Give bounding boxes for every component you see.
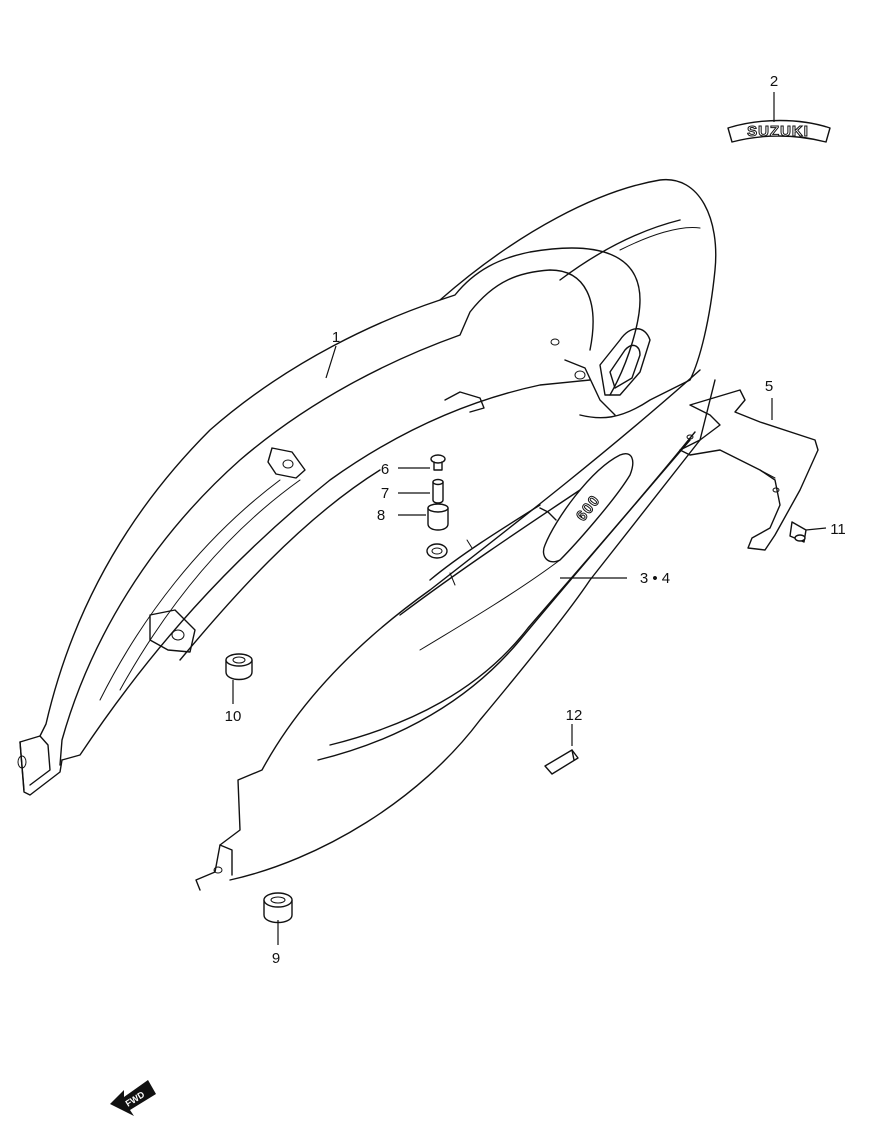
cushion-pad (544, 749, 579, 775)
rear-bracket (679, 389, 819, 551)
grommet-lower (263, 892, 293, 924)
callout-2: 2 (770, 73, 778, 90)
fwd-arrow-icon: FWD (110, 1080, 156, 1116)
callout-7: 7 (381, 485, 389, 502)
callout-12: 12 (566, 707, 583, 724)
side-cover-right (195, 369, 716, 891)
callout-6: 6 (381, 461, 389, 478)
suzuki-emblem: SUZUKI (727, 119, 831, 143)
badge-600-text: 600 (573, 492, 604, 525)
clip-nut (789, 521, 807, 543)
callout-3-4: 3 • 4 (640, 570, 670, 587)
cushion (427, 503, 449, 531)
screw (430, 454, 446, 471)
callout-8: 8 (377, 507, 385, 524)
tail-cowl-rear-hump (439, 179, 717, 419)
leader-lines (232, 92, 827, 945)
callout-5: 5 (765, 378, 773, 395)
callout-10: 10 (225, 708, 242, 725)
emblem-text: SUZUKI (747, 123, 809, 140)
callout-11: 11 (830, 521, 846, 538)
callout-9: 9 (272, 950, 280, 967)
tail-cowl-left-frame (17, 247, 641, 796)
collar (432, 478, 444, 504)
grommet-left (225, 653, 253, 681)
side-cover-600-badge: 600 (573, 492, 605, 526)
callout-1: 1 (332, 329, 340, 346)
